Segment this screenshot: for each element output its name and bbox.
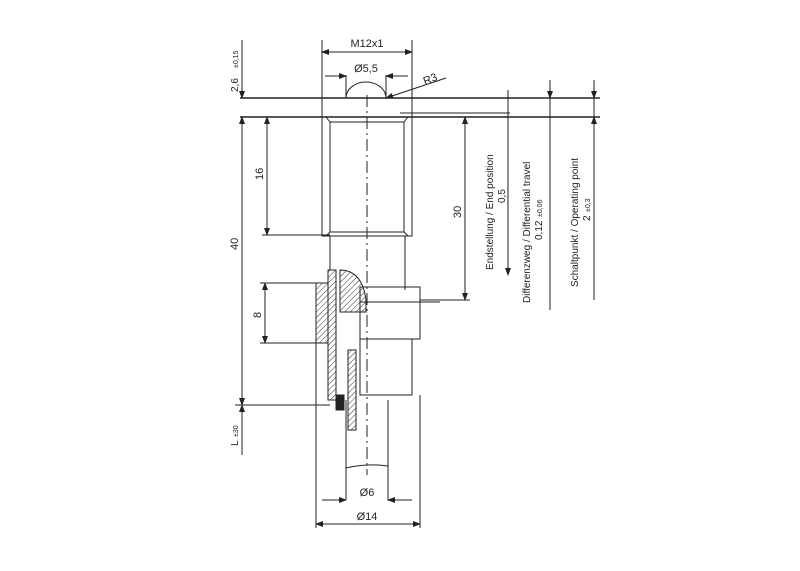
end-position-label: Endstellung / End position [485, 154, 496, 270]
operating-value: 2 [582, 215, 593, 221]
operating-tol: ±0,3 [585, 198, 592, 212]
thread-length-label: 16 [254, 168, 266, 180]
cable-length-tol: ±30 [233, 425, 240, 437]
cable-diameter-label: Ø6 [360, 487, 375, 499]
end-position-value: 0,5 [497, 189, 508, 203]
top-offset-label: 2,6 [230, 78, 241, 92]
thread-label: M12x1 [350, 38, 383, 50]
nut-height-label: 8 [252, 312, 264, 318]
body-diameter-label: Ø14 [357, 511, 378, 523]
ball-diameter-label: Ø5,5 [354, 63, 378, 75]
operating-label: Schaltpunkt / Operating point [570, 158, 581, 287]
cable-length-label: L [230, 440, 241, 446]
top-offset-tol: ±0,15 [233, 50, 240, 68]
radius-label: R3 [422, 71, 440, 87]
ref-length-label: 30 [452, 206, 464, 218]
differential-value: 0,12 [534, 220, 545, 240]
overall-length-label: 40 [229, 238, 241, 250]
differential-tol: ±0,06 [537, 199, 544, 217]
differential-label: Differenzweg / Differential travel [522, 162, 533, 303]
